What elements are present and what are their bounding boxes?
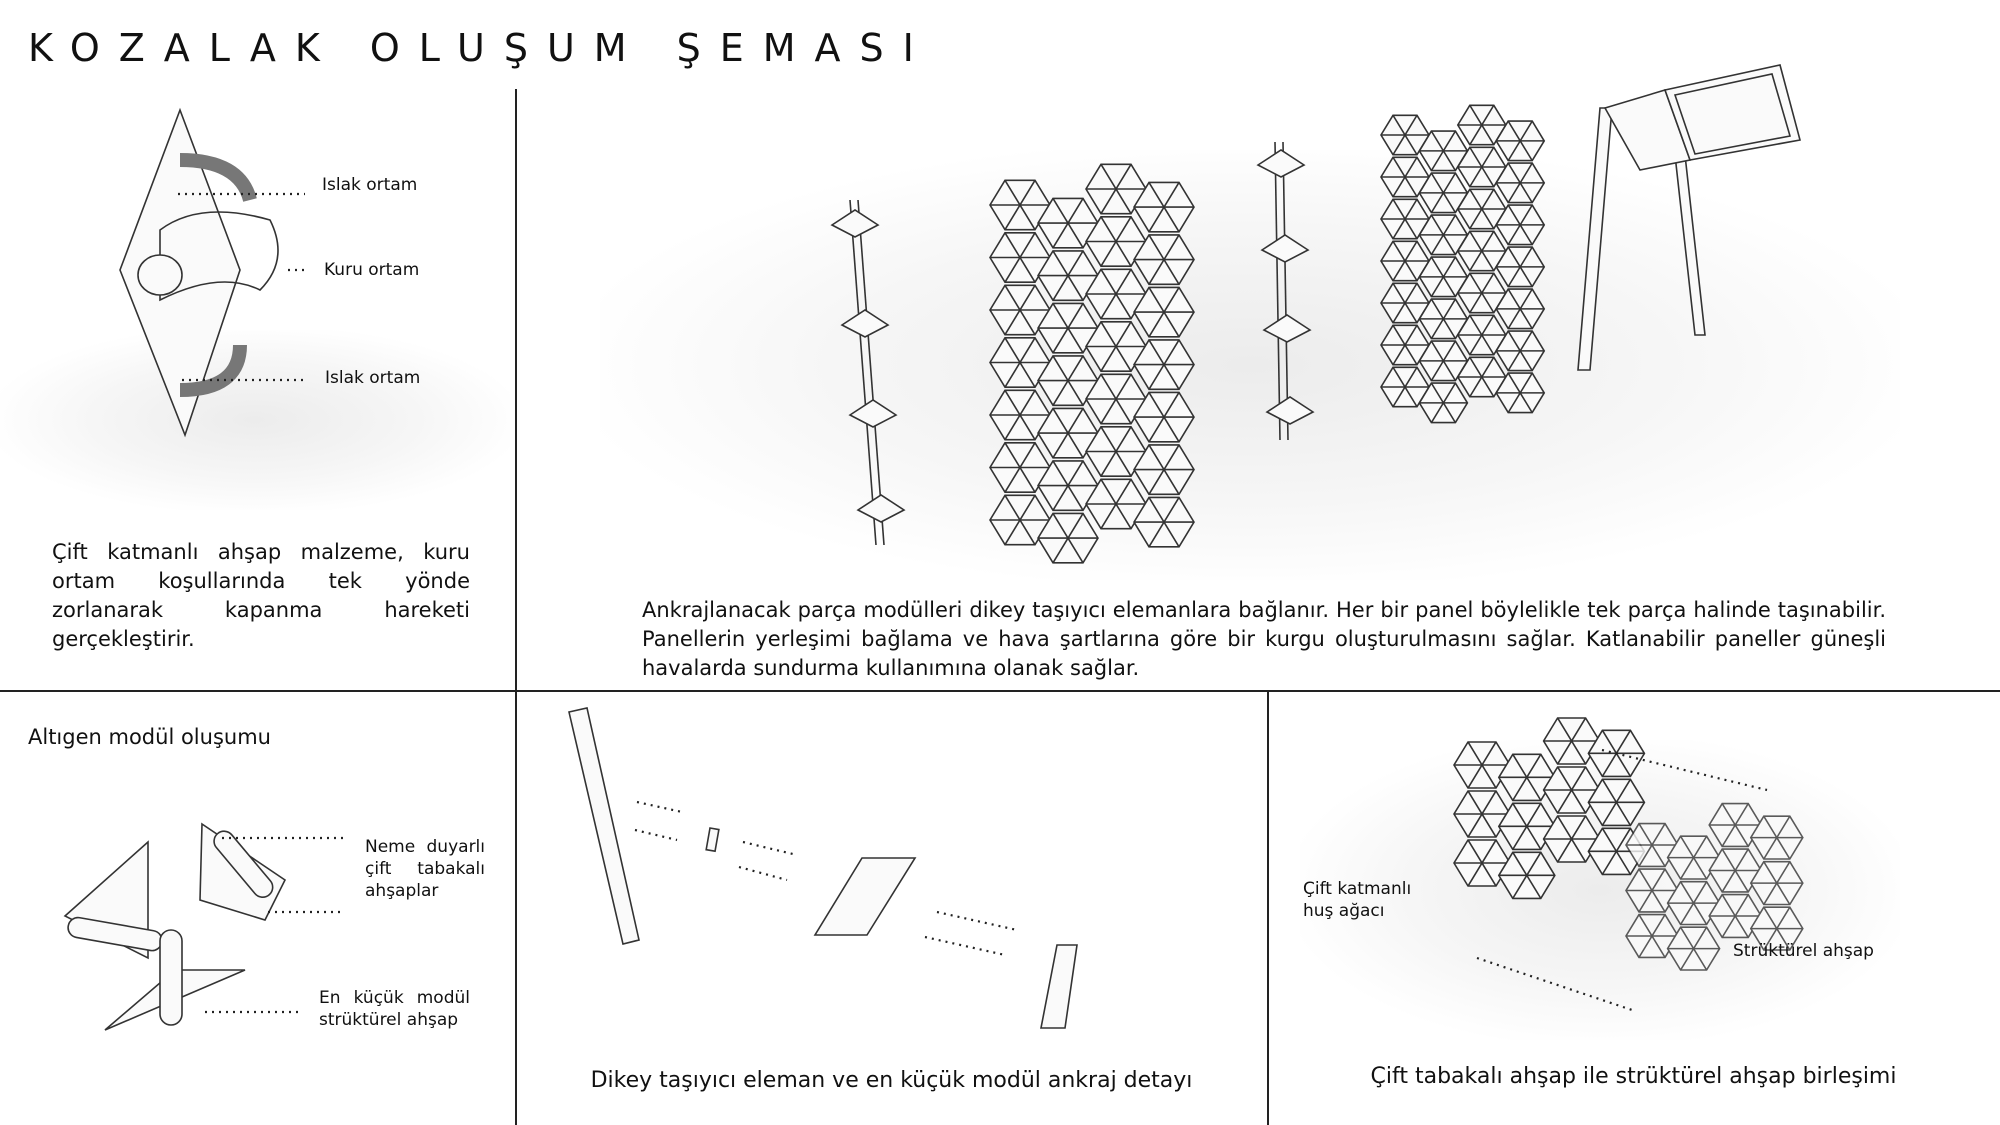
anchor-caption: Dikey taşıyıcı eleman ve en küçük modül … bbox=[590, 1068, 1193, 1093]
arrow-up-icon bbox=[179, 344, 247, 397]
join-caption: Çift tabakalı ahşap ile strüktürel ahşap… bbox=[1370, 1064, 1897, 1089]
shadow bbox=[0, 330, 510, 510]
joint-diagram bbox=[1453, 717, 1804, 1012]
label-huş-agaci: Çift katmanlı huş ağacı bbox=[1303, 879, 1412, 921]
label-kuru-ortam: Kuru ortam bbox=[324, 260, 420, 280]
divider-vertical-left bbox=[515, 89, 517, 1125]
divider-vertical-right bbox=[1267, 690, 1269, 1125]
anchor-module bbox=[840, 309, 890, 338]
label-islak-ortam-bottom: Islak ortam bbox=[325, 368, 421, 388]
anchor-module bbox=[848, 399, 898, 428]
anchor-detail-diagram bbox=[568, 707, 1078, 1029]
anchor-module bbox=[1256, 149, 1306, 178]
arrow-down-icon bbox=[179, 153, 257, 203]
panel-assembly-diagram bbox=[830, 64, 1801, 564]
anchor-module bbox=[856, 494, 906, 523]
cone-scale-diagram bbox=[119, 107, 305, 438]
anchor-module bbox=[1260, 234, 1310, 263]
hex-module-diagram bbox=[63, 822, 345, 1031]
anchor-module bbox=[830, 209, 880, 238]
anchor-module bbox=[1265, 396, 1315, 425]
anchor-module bbox=[1262, 314, 1312, 343]
label-neme-duyarli: Neme duyarlı çift tabakalı ahşaplar bbox=[365, 837, 485, 901]
cone-description: Çift katmanlı ahşap malzeme, kuru ortam … bbox=[52, 540, 470, 651]
label-islak-ortam-top: Islak ortam bbox=[322, 175, 418, 195]
divider-horizontal bbox=[0, 690, 2000, 692]
label-strukturel-ahsap: Strüktürel ahşap bbox=[1733, 941, 1874, 961]
page-title: KOZALAK OLUŞUM ŞEMASI bbox=[28, 26, 933, 70]
panels-description: Ankrajlanacak parça modülleri dikey taşı… bbox=[642, 598, 1886, 680]
hex-heading: Altıgen modül oluşumu bbox=[28, 725, 271, 749]
label-en-kucuk-modul: En küçük modül strüktürel ahşap bbox=[319, 988, 470, 1030]
